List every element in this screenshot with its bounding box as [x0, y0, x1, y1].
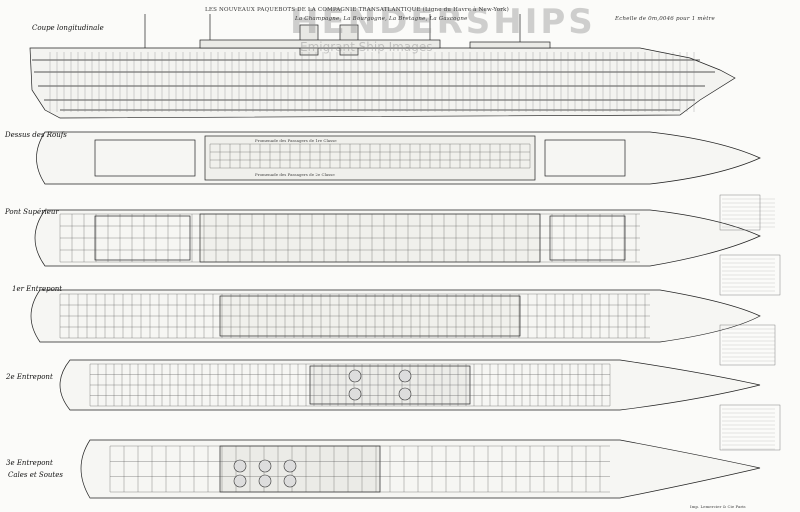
scale-note: Echelle de 0m,0046 pour 1 mètre	[615, 16, 715, 22]
boat-deck-plan	[36, 131, 761, 185]
third-between-deck-plan	[80, 439, 761, 499]
label-longitudinal-section: Coupe longitudinale	[32, 24, 104, 32]
promenade-second-class: Promenade des Passagers de 2e Classe	[255, 172, 335, 177]
label-third-between-deck: 3e Entrepont	[6, 459, 53, 467]
ship-names: La Champagne, La Bourgogne, La Bretagne,…	[295, 16, 468, 22]
longitudinal-section	[29, 14, 736, 119]
sheet-title: LES NOUVEAUX PAQUEBOTS DE LA COMPAGNIE T…	[205, 7, 509, 13]
promenade-first-class: Promenade des Passagers de 1re Classe	[255, 138, 337, 143]
label-upper-deck: Pont Supérieur	[5, 208, 59, 216]
watermark-subtitle: Emigrant Ship Images	[300, 40, 433, 54]
printer-credit: Imp. Lemercier & Cie Paris	[690, 504, 746, 509]
label-boat-deck: Dessus des Roufs	[5, 131, 67, 139]
watermark: HENDERSHIPS	[290, 2, 596, 42]
label-holds-bunkers: Cales et Soutes	[8, 471, 63, 479]
label-second-between-deck: 2e Entrepont	[6, 373, 53, 381]
label-first-between-deck: 1er Entrepont	[12, 285, 63, 293]
